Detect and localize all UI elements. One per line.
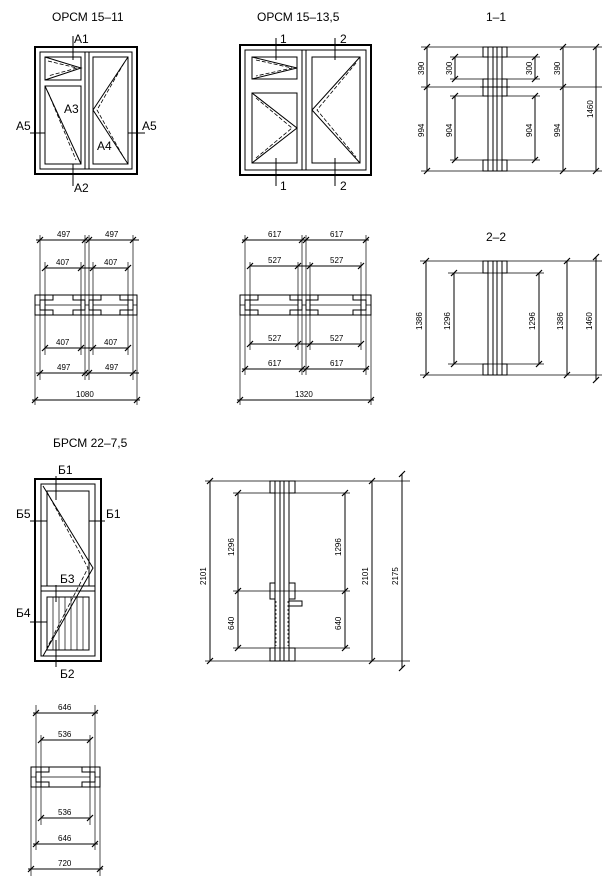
dim-527-c-bottom: 527: [268, 334, 282, 343]
dim-527-d: 527: [330, 256, 344, 265]
dim-407-c-bottom: 407: [56, 338, 70, 347]
dim-617-a-bottom: 617: [268, 359, 282, 368]
elevation-title: ОРСМ 15–13,5: [257, 10, 340, 24]
label-b5: Б5: [16, 507, 31, 521]
plan-1320: 617 617 527 527 527 527 617 617 1320: [236, 230, 375, 405]
section-1-1: 1–1 390 300 300 390 994 904 904 994 146: [417, 10, 602, 175]
dim-1320: 1320: [295, 390, 313, 399]
section-title: 1–1: [486, 10, 506, 24]
dim-646-top: 646: [58, 703, 72, 712]
dim-617-a: 617: [268, 230, 282, 239]
dim-994-left: 994: [417, 123, 426, 137]
plan-1080: 497 497 407 407 407 407 497 497 1080: [31, 230, 141, 405]
dim-640-right: 640: [334, 616, 343, 630]
dim-1296-right: 1296: [528, 312, 537, 330]
label-b4: Б4: [16, 606, 31, 620]
dim-497-b-bottom: 497: [105, 363, 119, 372]
dim-904-right: 904: [525, 123, 534, 137]
dim-1080: 1080: [76, 390, 94, 399]
label-a2: А2: [74, 181, 89, 195]
label-b2: Б2: [60, 667, 75, 681]
dim-390-left: 390: [417, 61, 426, 75]
dim-1296-left: 1296: [227, 538, 236, 556]
door-section: 2101 1296 640 1296 640 2101 2175: [199, 470, 410, 672]
label-1-bottom: 1: [280, 179, 287, 193]
label-a5-left: А5: [16, 119, 31, 133]
label-a5-right: А5: [142, 119, 157, 133]
label-b3: Б3: [60, 572, 75, 586]
elevation-title: ОРСМ 15–11: [52, 10, 124, 24]
dim-617-b-bottom: 617: [330, 359, 344, 368]
plan-720: 646 536 536 646 720: [27, 703, 104, 876]
label-a1: А1: [74, 32, 89, 46]
section-2-2: 2–2 1386 1296 1296 1386 1460: [415, 230, 602, 384]
dim-904-left: 904: [445, 123, 454, 137]
dim-2101-left: 2101: [199, 567, 208, 585]
label-2-bottom: 2: [340, 179, 347, 193]
dim-2175: 2175: [391, 567, 400, 585]
dim-1386-right: 1386: [556, 312, 565, 330]
label-1-top: 1: [280, 32, 287, 46]
section-title: 2–2: [486, 230, 506, 244]
dim-2101-right: 2101: [361, 567, 370, 585]
elevation-orsm-15-11: ОРСМ 15–11 А1 А2 А3 А4 А5 А5: [16, 10, 157, 195]
dim-640-left: 640: [227, 616, 236, 630]
label-b1-top: Б1: [58, 463, 73, 477]
dim-497-a: 497: [57, 230, 71, 239]
dim-1296-right: 1296: [334, 538, 343, 556]
elevation-brsm-22-7-5: БРСМ 22–7,5 Б1 Б5 Б1 Б3 Б4 Б2: [16, 436, 128, 681]
dim-300-right: 300: [525, 61, 534, 75]
dim-536-bottom: 536: [58, 808, 72, 817]
elevation-title: БРСМ 22–7,5: [53, 436, 128, 450]
dim-407-c: 407: [56, 258, 70, 267]
dim-617-b: 617: [330, 230, 344, 239]
label-b1-right: Б1: [106, 507, 121, 521]
dim-1386-left: 1386: [415, 312, 424, 330]
label-a4: А4: [97, 139, 112, 153]
dim-407-d: 407: [104, 258, 118, 267]
dim-646-bottom: 646: [58, 834, 72, 843]
dim-300-left: 300: [445, 61, 454, 75]
elevation-orsm-15-13-5: ОРСМ 15–13,5 1 2 1 2: [239, 10, 372, 193]
dim-527-d-bottom: 527: [330, 334, 344, 343]
dim-497-a-bottom: 497: [57, 363, 71, 372]
dim-536-top: 536: [58, 730, 72, 739]
dim-720: 720: [58, 859, 72, 868]
label-a3: А3: [64, 102, 79, 116]
dim-1296-left: 1296: [443, 312, 452, 330]
dim-497-b: 497: [105, 230, 119, 239]
dim-407-d-bottom: 407: [104, 338, 118, 347]
dim-1460: 1460: [585, 312, 594, 330]
dim-390-right: 390: [553, 61, 562, 75]
dim-527-c: 527: [268, 256, 282, 265]
dim-1460: 1460: [586, 100, 595, 118]
dim-994-right: 994: [553, 123, 562, 137]
label-2-top: 2: [340, 32, 347, 46]
